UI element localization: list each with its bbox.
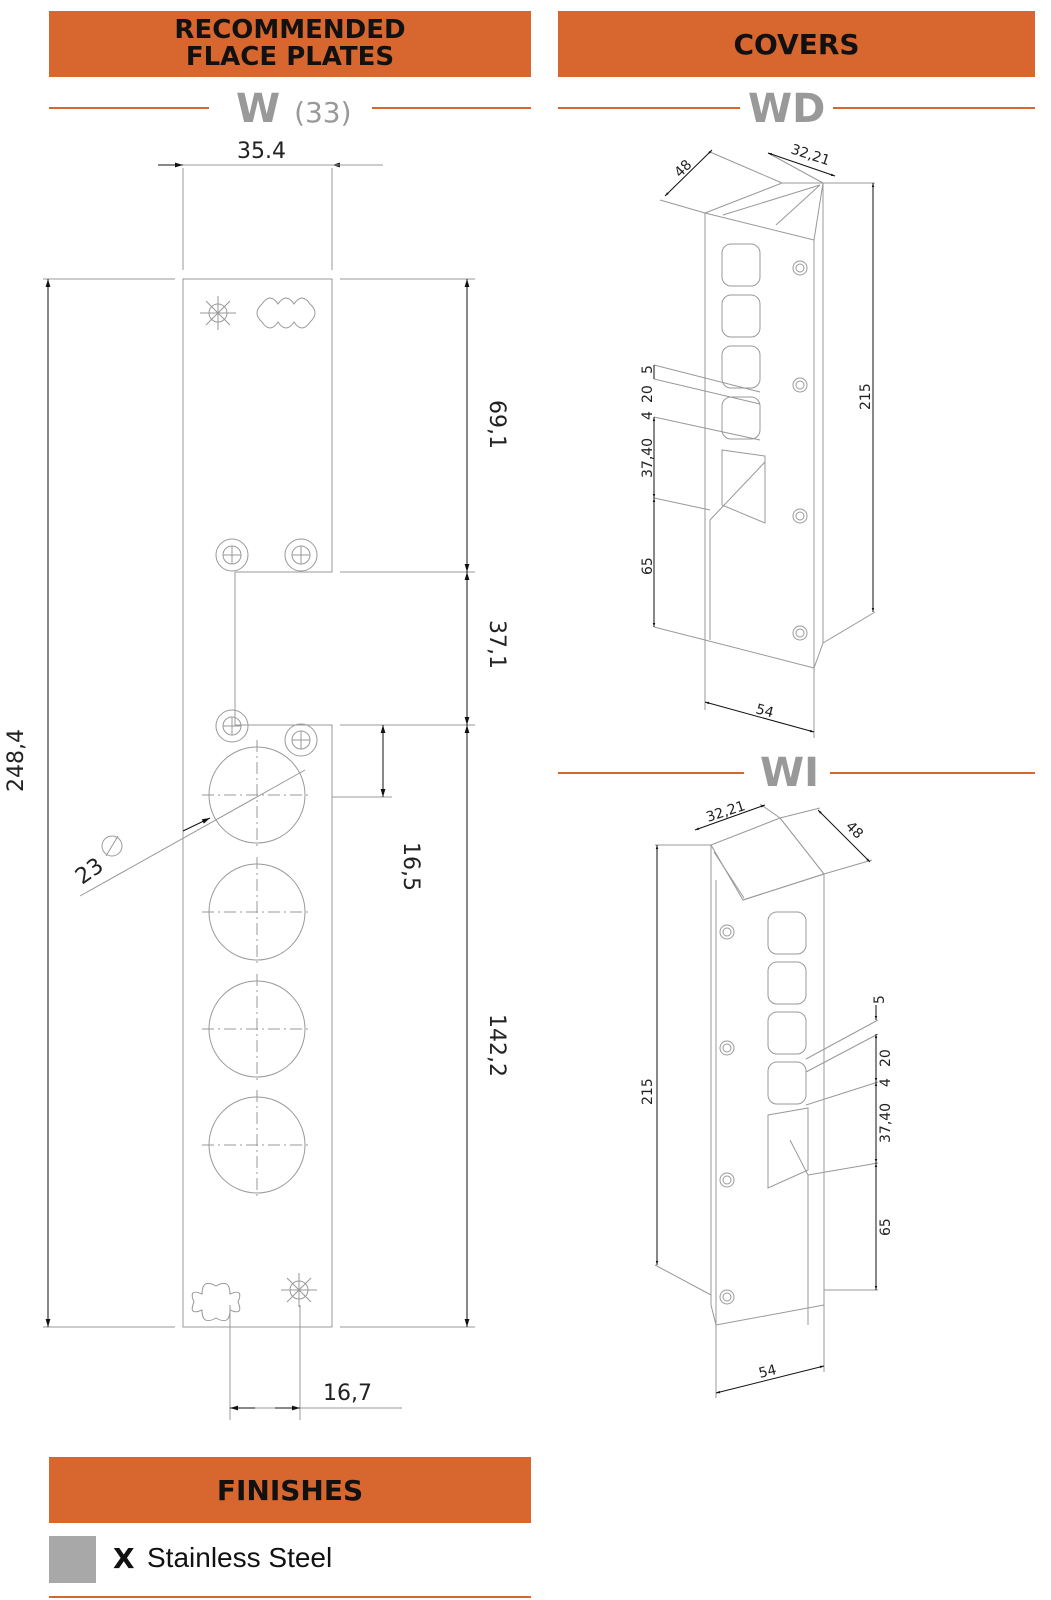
cover-wi-dim-width: 32,21 xyxy=(704,798,747,826)
cover-wi-dim-5: 5 xyxy=(872,995,888,1004)
plate-dim-middle: 37,1 xyxy=(484,620,509,669)
plate-cutout xyxy=(202,1090,312,1200)
mount-shape xyxy=(191,1282,241,1322)
cover-wd-dim-base: 54 xyxy=(754,701,775,721)
cover-wi-dim-height: 215 xyxy=(640,1078,656,1105)
cover-wd-dim-depth: 48 xyxy=(672,157,696,181)
mount-shape xyxy=(200,296,236,330)
header-left-label: RECOMMENDED FLACE PLATES xyxy=(174,15,406,72)
cover-wd-dim-37: 37,40 xyxy=(640,438,656,478)
header-right-label: COVERS xyxy=(733,27,860,61)
cover-wd-dim-20: 20 xyxy=(640,385,656,403)
cover-wi-dim-base: 54 xyxy=(757,1362,778,1382)
screw-hole xyxy=(215,538,249,572)
plate-drawing xyxy=(43,168,475,1420)
mount-shape xyxy=(256,297,316,329)
cover-wi-dim-37: 37,40 xyxy=(878,1103,894,1143)
screw-hole xyxy=(284,538,318,572)
plate-code: W xyxy=(236,86,281,132)
rule-wi-left xyxy=(558,772,744,774)
screw-hole xyxy=(284,723,318,757)
cover-wd-drawing xyxy=(653,151,876,738)
mount-shape xyxy=(281,1273,317,1307)
plate-title: W (33) xyxy=(228,86,360,132)
plate-outline xyxy=(182,278,333,1328)
cover-wi-code: WI xyxy=(760,750,820,796)
cover-wd-dim-height: 215 xyxy=(858,383,874,410)
cover-wd-dim-65: 65 xyxy=(640,557,656,575)
header-recommended-face-plates: RECOMMENDED FLACE PLATES xyxy=(49,11,531,77)
header-finishes: FINISHES xyxy=(49,1457,531,1523)
rule-wi-right xyxy=(830,772,1035,774)
plate-dim-upper: 69,1 xyxy=(484,400,509,449)
rule-w-left xyxy=(49,107,209,109)
screw-hole xyxy=(215,709,249,743)
plate-dim-hole-offset: 16,5 xyxy=(398,842,423,891)
cover-wd-dim-width: 32,21 xyxy=(789,142,832,170)
plate-dim-total: 248,4 xyxy=(4,729,29,792)
rule-wd-left xyxy=(558,107,744,109)
rule-w-right xyxy=(372,107,531,109)
plate-dim-width: 35.4 xyxy=(237,139,286,164)
rule-wd-right xyxy=(828,107,1035,109)
cover-wd-title: WD xyxy=(740,86,834,132)
cover-wi-dim-4: 4 xyxy=(878,1078,894,1087)
cover-wi-dimension-lines xyxy=(655,804,878,1394)
cover-wi-title: WI xyxy=(752,750,828,796)
plate-dim-bottom-spacing: 16,7 xyxy=(323,1381,372,1406)
cover-wi-drawing xyxy=(654,803,879,1398)
header-covers: COVERS xyxy=(558,11,1035,77)
finish-name: Stainless Steel xyxy=(147,1542,333,1573)
plate-dim-hole-diameter: 23 xyxy=(71,853,108,890)
plate-dim-lower: 142,2 xyxy=(484,1014,509,1077)
header-finishes-label: FINISHES xyxy=(216,1473,364,1507)
finish-code: X xyxy=(113,1542,135,1575)
cover-wi-dim-20: 20 xyxy=(878,1049,894,1067)
cover-wd-dimension-lines xyxy=(652,149,875,733)
bottom-rule xyxy=(49,1596,531,1598)
plate-cutout xyxy=(202,740,312,850)
cover-wd-code: WD xyxy=(748,86,826,132)
cover-wd-dim-5: 5 xyxy=(640,365,656,374)
cover-wd-dim-4: 4 xyxy=(640,411,656,420)
cover-wi-dim-65: 65 xyxy=(878,1218,894,1236)
plate-dimension-lines xyxy=(45,162,470,1411)
plate-cutout xyxy=(202,974,312,1084)
finish-swatch xyxy=(49,1536,96,1583)
plate-cutout xyxy=(202,857,312,967)
plate-note: (33) xyxy=(294,96,352,129)
cover-wi-dim-depth: 48 xyxy=(842,819,866,843)
